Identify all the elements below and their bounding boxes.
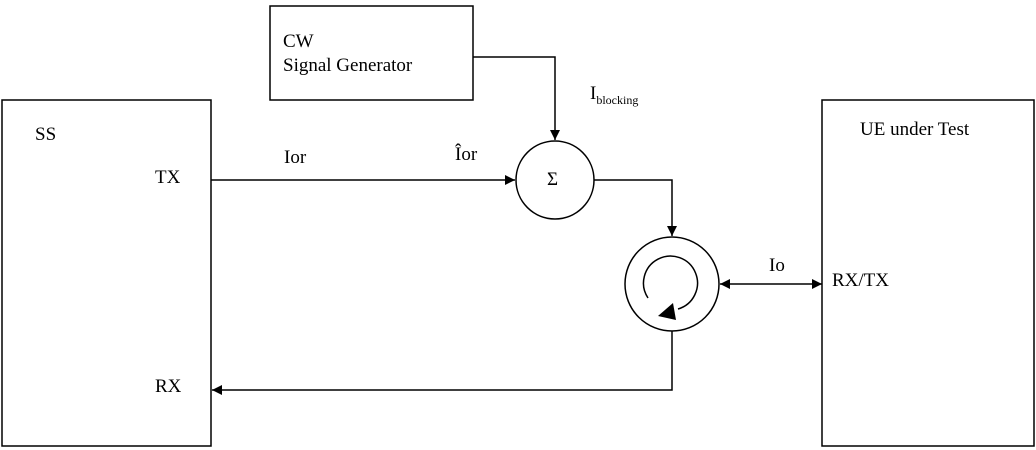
ue-port: RX/TX <box>832 270 889 291</box>
ss-title: SS <box>35 124 57 145</box>
circulator-to-rx-line <box>212 331 673 395</box>
ior-label: Ior <box>284 147 307 168</box>
cw-generator-block <box>269 5 474 101</box>
generator-to-combiner-line <box>473 56 560 140</box>
ue-block <box>821 99 1035 447</box>
ss-tx-port: TX <box>155 167 181 188</box>
ior-hat-label: Îor <box>455 144 478 165</box>
circulator-arrowhead-icon <box>658 303 676 320</box>
ue-title: UE under Test <box>860 119 970 140</box>
ss-block <box>1 99 212 447</box>
combiner-to-circulator-line <box>594 179 677 236</box>
circulator-arrow-icon <box>642 255 699 310</box>
io-label: Io <box>769 255 785 276</box>
blocking-label-main: I <box>590 83 597 104</box>
cw-generator-line2: Signal Generator <box>283 55 413 76</box>
ss-rx-port: RX <box>155 376 182 397</box>
blocking-label: Iblocking <box>590 84 638 106</box>
combiner-symbol: Σ <box>547 169 559 190</box>
blocking-label-subscript: blocking <box>596 93 639 107</box>
cw-generator-line1: CW <box>283 31 314 52</box>
